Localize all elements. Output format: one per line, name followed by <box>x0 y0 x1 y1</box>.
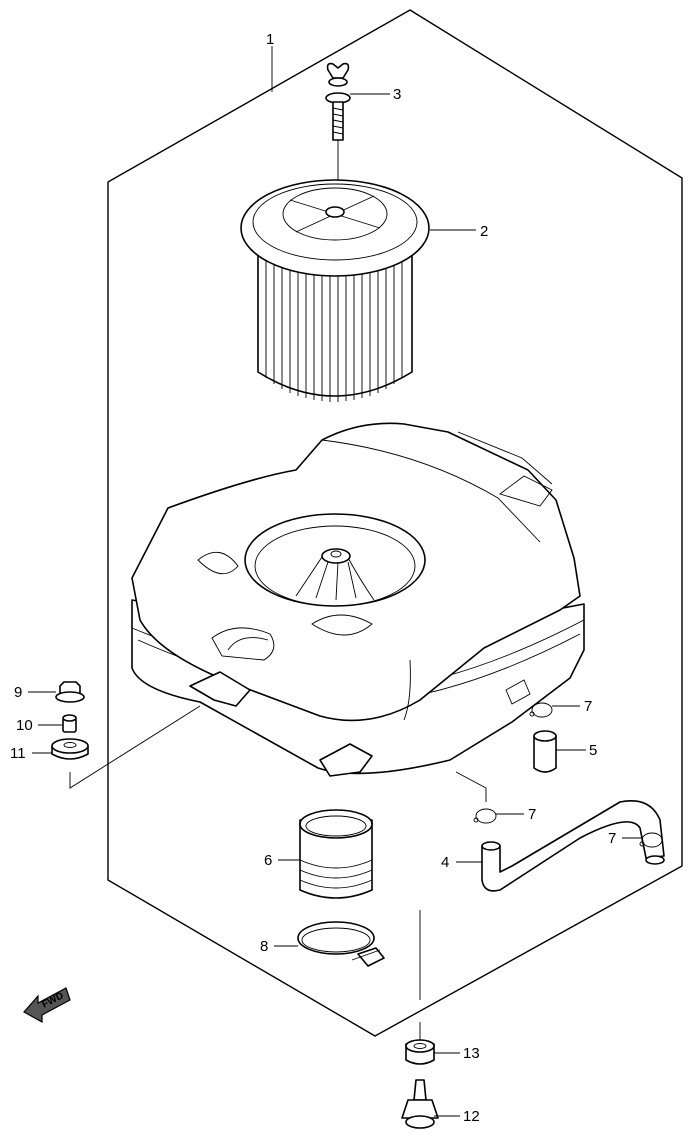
assembly-boundary <box>107 9 683 1037</box>
clip-7a[interactable] <box>529 702 553 718</box>
drain-cap-13[interactable] <box>405 1039 435 1065</box>
hose-clamp[interactable] <box>297 921 385 967</box>
callout-11: 11 <box>10 745 26 762</box>
filter-pleats <box>265 250 403 402</box>
callout-3: 3 <box>393 86 401 103</box>
clip-7b[interactable] <box>473 808 497 824</box>
callout-2: 2 <box>480 223 488 240</box>
forward-direction-arrow-icon: FWD <box>23 987 71 1024</box>
air-box-case[interactable] <box>131 422 585 777</box>
breather-hose[interactable] <box>481 800 665 892</box>
wing-bolt[interactable] <box>325 62 351 141</box>
callout-7c: 7 <box>608 830 616 847</box>
callout-8: 8 <box>260 938 268 955</box>
callout-12: 12 <box>463 1108 480 1125</box>
callout-9: 9 <box>14 684 22 701</box>
callout-5: 5 <box>589 742 597 759</box>
callout-7a: 7 <box>584 698 592 715</box>
collar-10[interactable] <box>62 714 77 733</box>
drain-valve-12[interactable] <box>401 1079 439 1129</box>
grommet-leader-line <box>69 705 201 789</box>
grommet-11[interactable] <box>51 738 89 760</box>
callout-6: 6 <box>264 852 272 869</box>
callout-10: 10 <box>16 717 33 734</box>
clip-7c[interactable] <box>639 832 663 848</box>
callout-leaders <box>28 46 642 1117</box>
hose-leader-line <box>455 771 487 802</box>
intake-boot[interactable] <box>299 809 373 899</box>
bolt-9[interactable] <box>55 681 85 703</box>
callout-13: 13 <box>463 1045 480 1062</box>
callout-1: 1 <box>266 31 274 48</box>
callout-4: 4 <box>441 854 449 871</box>
short-hose[interactable] <box>533 730 557 773</box>
air-filter-element[interactable] <box>240 179 430 402</box>
callout-7b: 7 <box>528 806 536 823</box>
